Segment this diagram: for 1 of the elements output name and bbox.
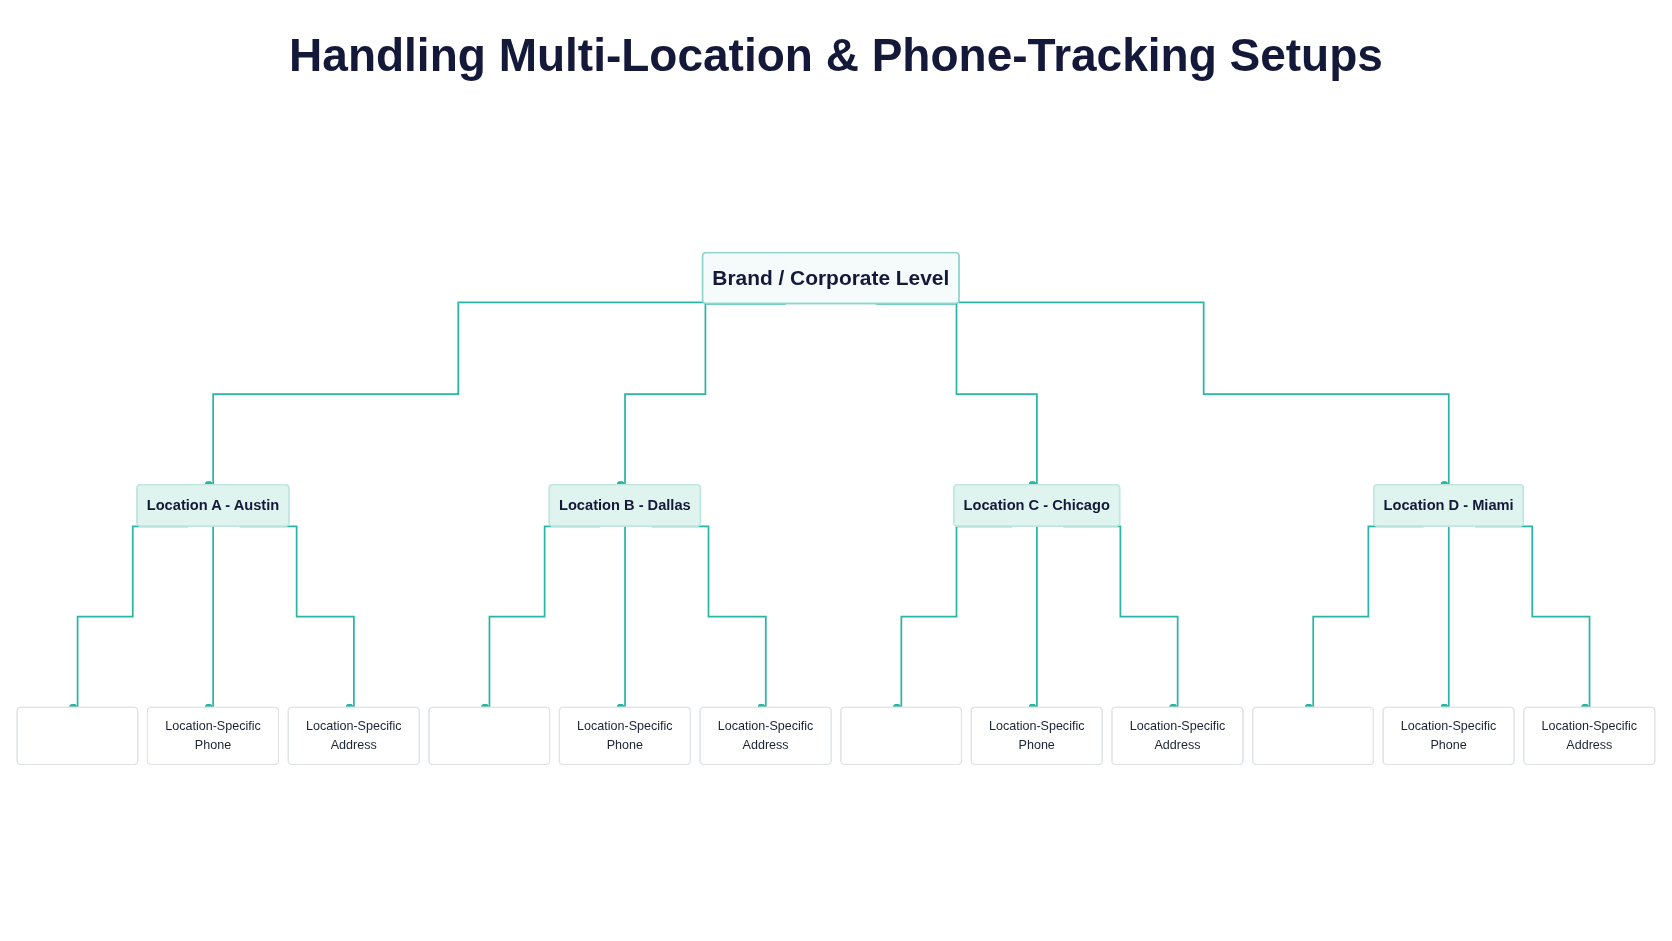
title: Handling Multi-Location & Phone-Tracking Setups (289, 28, 1383, 82)
